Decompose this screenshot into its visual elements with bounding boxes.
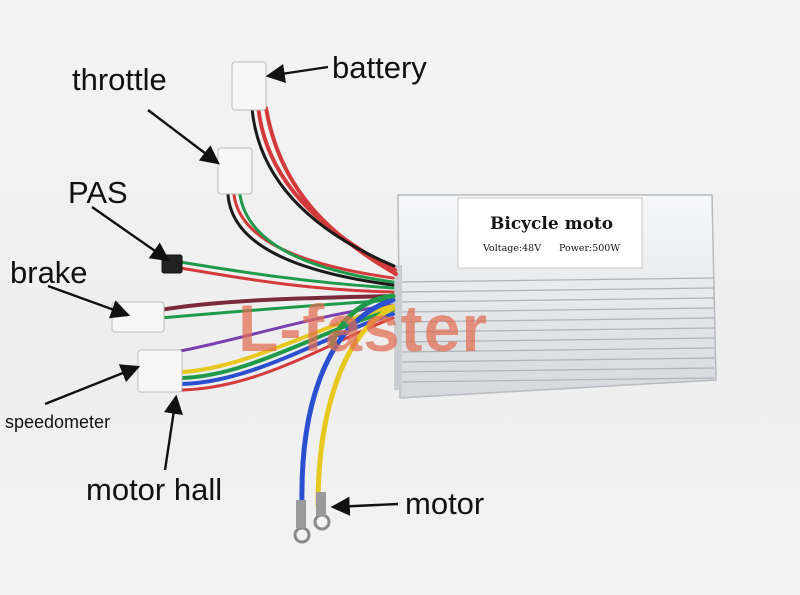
- battery-arrow: [265, 64, 329, 84]
- wire-harness: [158, 103, 398, 544]
- speedometer-arrow: [44, 364, 141, 406]
- battery-connector: [231, 61, 267, 111]
- controller-power-text: Power:500W: [559, 243, 621, 254]
- controller-box: [394, 194, 717, 399]
- label-battery: battery: [332, 50, 427, 85]
- pas-arrow: [91, 206, 170, 262]
- label-brake: brake: [10, 255, 88, 290]
- controller-model-text: Bicycle moto: [490, 214, 614, 234]
- throttle-connector: [217, 147, 253, 195]
- label-pas: PAS: [68, 175, 128, 210]
- watermark: L-faster: [238, 291, 489, 365]
- motor-arrow: [330, 496, 399, 516]
- label-motor: motor: [405, 486, 485, 521]
- hall-connector: [137, 349, 183, 393]
- brake-connector: [111, 301, 165, 333]
- label-throttle: throttle: [72, 62, 167, 97]
- controller-voltage-text: Voltage:48V: [483, 243, 542, 254]
- label-speedometer: speedometer: [5, 412, 111, 432]
- controller-label-sticker: [457, 197, 643, 269]
- motor-hall-arrow: [163, 394, 183, 471]
- callout-arrows: [44, 64, 399, 516]
- throttle-arrow: [147, 109, 220, 165]
- brake-arrow: [47, 284, 131, 319]
- label-motor-hall: motor hall: [86, 472, 223, 507]
